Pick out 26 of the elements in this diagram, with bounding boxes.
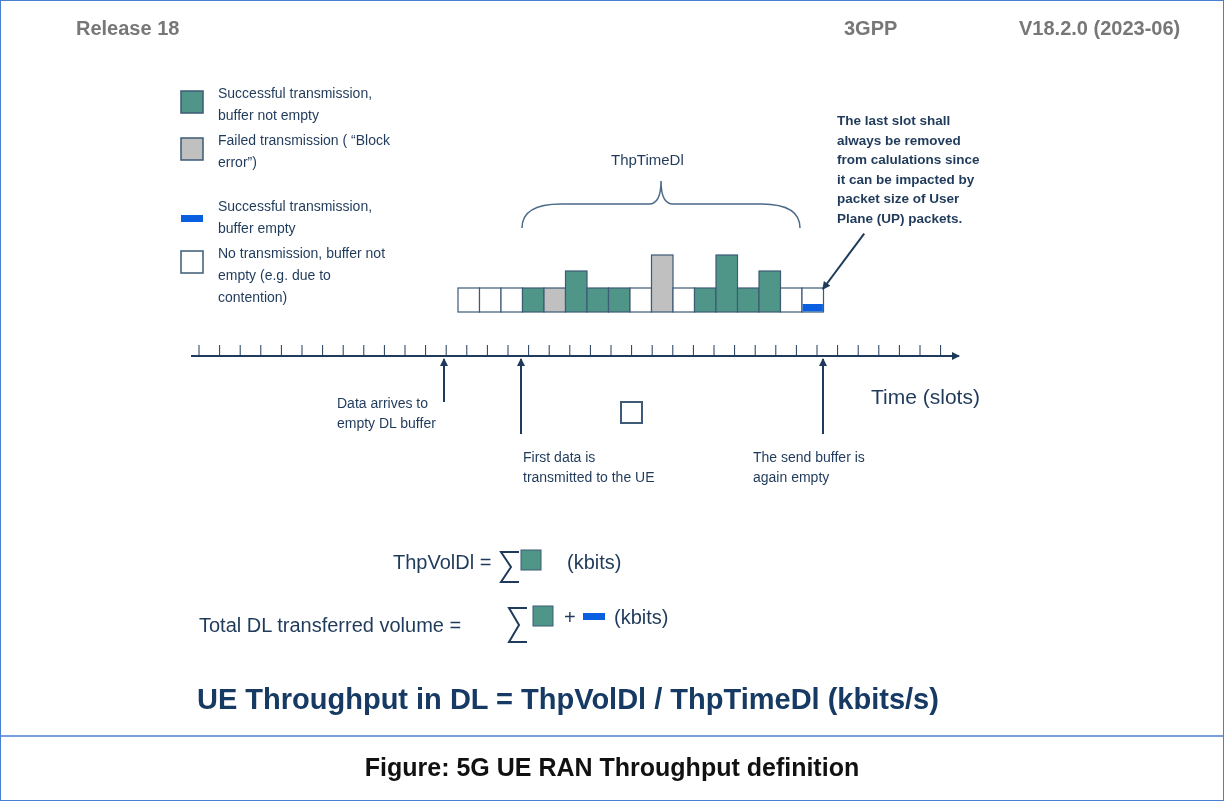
header-text: 3GPP (844, 17, 898, 40)
formula-text: Total DL transferred volume = (199, 614, 462, 637)
bracket-label: ThpTimeDl (611, 151, 684, 168)
arrow (440, 358, 448, 403)
legend-label: No transmission, buffer not empty (e.g. due to contention) (218, 244, 387, 307)
formula-text: + (564, 606, 576, 629)
formula-heading: UE Throughput in DL = ThpVolDl / ThpTimeDl (kbits/s) (197, 683, 939, 716)
axis-label: Time (slots) (871, 385, 980, 409)
formula-text: (kbits) (614, 606, 669, 629)
annotation-text: First data is transmitted to the UE (523, 447, 663, 487)
formula-text: ThpVolDl = (393, 551, 492, 574)
header-text: V18.2.0 (2023-06) (1019, 17, 1181, 40)
legend-label: Successful transmission, buffer not empty (218, 84, 374, 125)
legend-label: Successful transmission, buffer empty (218, 197, 374, 238)
annotation-text: The send buffer is again empty (753, 447, 883, 487)
arrow (517, 358, 525, 435)
header-text: Release 18 (76, 17, 180, 40)
slot-box (801, 287, 825, 313)
formula-text: (kbits) (567, 551, 622, 574)
leader-line (821, 232, 866, 290)
legend-label: Failed transmission ( “Block error”) (218, 131, 391, 172)
arrow (819, 358, 827, 435)
figure-caption: Figure: 5G UE RAN Throughput definition (363, 753, 861, 782)
time-axis (190, 344, 960, 360)
annotation-text: Data arrives to empty DL buffer (337, 393, 447, 433)
callout-text: The last slot shall always be removed from calulations since it can be impacted by packet size of User Plane (UP) packets. (837, 111, 987, 229)
